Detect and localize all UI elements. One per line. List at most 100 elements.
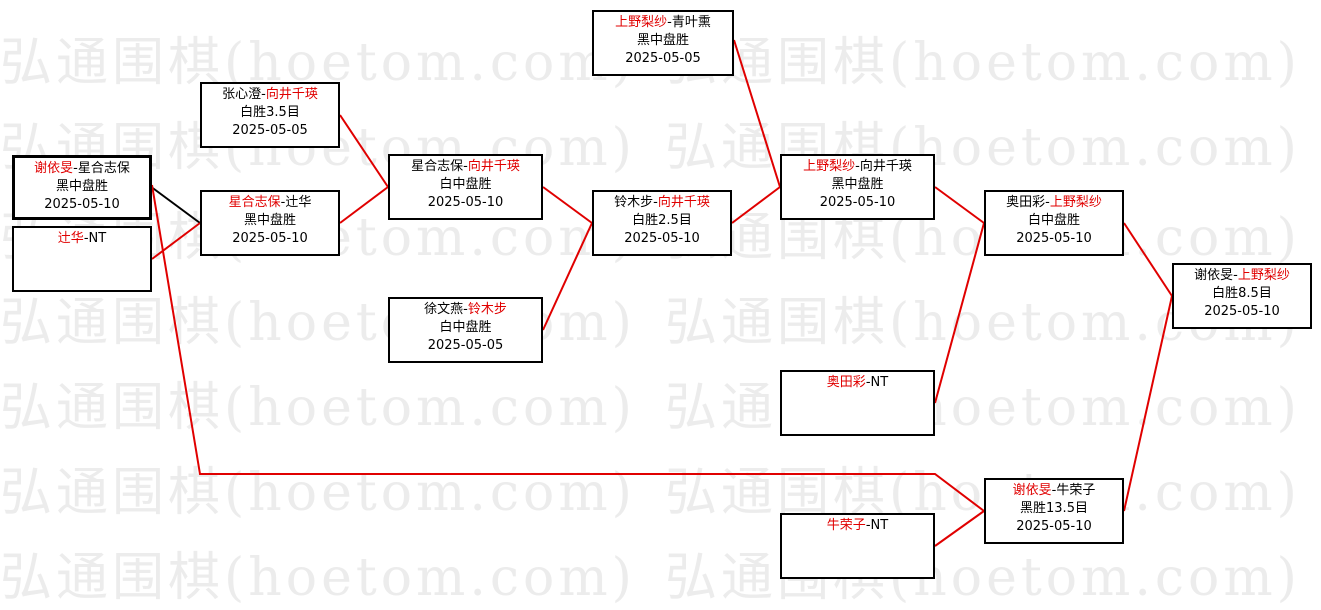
player-two: 上野梨纱	[1237, 268, 1290, 283]
bracket-link	[151, 186, 201, 224]
versus-dash: -	[280, 195, 286, 210]
match-box: 牛荣子-NT	[780, 513, 935, 579]
match-box: 奥田彩-NT	[780, 370, 935, 436]
match-date: 2025-05-05	[232, 123, 308, 138]
match-players: 铃木步-向井千瑛	[594, 194, 730, 212]
versus-dash: -	[1051, 483, 1057, 498]
bracket-link	[151, 222, 201, 260]
player-two: 铃木步	[467, 302, 507, 317]
player-one: 谢依旻	[34, 161, 74, 176]
player-one: 张心澄	[222, 87, 262, 102]
bracket-link	[542, 186, 593, 224]
match-players: 星合志保-辻华	[202, 194, 338, 212]
match-date: 2025-05-05	[427, 338, 504, 353]
versus-dash: -	[653, 195, 658, 210]
match-date: 2025-05-10	[427, 195, 504, 210]
player-two: 上野梨纱	[1049, 195, 1102, 210]
player-two: 向井千瑛	[657, 195, 710, 210]
match-box: 上野梨纱-青叶熏黑中盘胜 2025-05-05	[592, 10, 734, 76]
player-one: 星合志保	[228, 195, 281, 210]
match-result: 黑中盘胜	[831, 177, 884, 192]
match-box: 张心澄-向井千瑛白胜3.5目 2025-05-05	[200, 82, 340, 148]
versus-dash: -	[1233, 268, 1238, 283]
match-date: 2025-05-10	[1016, 519, 1092, 534]
player-two: 青叶熏	[671, 15, 711, 30]
versus-dash: -	[667, 15, 672, 30]
match-players: 谢依旻-星合志保	[15, 160, 149, 178]
bracket-link	[731, 186, 781, 224]
player-one: 谢依旻	[1012, 483, 1052, 498]
match-players: 奥田彩-NT	[782, 374, 933, 392]
match-result: 白中盘胜	[439, 177, 492, 192]
match-players: 张心澄-向井千瑛	[202, 86, 338, 104]
player-one: 星合志保	[411, 159, 464, 174]
match-result: 黑中盘胜	[636, 33, 689, 48]
match-players: 徐文燕-铃木步	[390, 301, 541, 319]
match-players: 牛荣子-NT	[782, 517, 933, 535]
match-date: 2025-05-10	[624, 231, 700, 246]
player-one: 谢依旻	[1194, 268, 1234, 283]
match-players: 辻华-NT	[14, 230, 150, 248]
match-date: 2025-05-10	[819, 195, 896, 210]
match-result: 白胜3.5目	[240, 105, 300, 120]
versus-dash: -	[83, 231, 89, 246]
player-one: 辻华	[57, 231, 84, 246]
bracket-link	[542, 222, 593, 331]
player-one: 牛荣子	[826, 518, 866, 533]
player-two: 辻华	[285, 195, 312, 210]
player-two: NT	[870, 375, 889, 390]
match-result: 白胜2.5目	[632, 213, 692, 228]
player-two: 向井千瑛	[467, 159, 520, 174]
player-one: 奥田彩	[826, 375, 866, 390]
player-two: 牛荣子	[1056, 483, 1096, 498]
player-one: 奥田彩	[1006, 195, 1046, 210]
player-two: 向井千瑛	[265, 87, 318, 102]
match-players: 谢依旻-牛荣子	[986, 482, 1122, 500]
match-box: 辻华-NT	[12, 226, 152, 292]
bracket-lines	[151, 39, 1173, 547]
bracket-link	[934, 510, 985, 547]
bracket-link	[1123, 295, 1173, 512]
match-date: 2025-05-05	[625, 51, 701, 66]
match-players: 奥田彩-上野梨纱	[986, 194, 1122, 212]
versus-dash: -	[463, 302, 468, 317]
match-date: 2025-05-10	[1204, 304, 1280, 319]
match-result: 黑胜13.5目	[1020, 501, 1088, 516]
player-two: NT	[88, 231, 107, 246]
bracket-link	[339, 114, 389, 188]
versus-dash: -	[463, 159, 468, 174]
player-two: 向井千瑛	[859, 159, 912, 174]
bracket-link	[151, 184, 985, 512]
match-result: 黑中盘胜	[243, 213, 296, 228]
player-two: NT	[870, 518, 889, 533]
bracket-link	[339, 186, 389, 224]
match-result: 白胜8.5目	[1212, 286, 1272, 301]
match-players: 上野梨纱-青叶熏	[594, 14, 732, 32]
match-date: 2025-05-10	[44, 197, 120, 212]
player-two: 星合志保	[77, 161, 130, 176]
player-one: 上野梨纱	[803, 159, 856, 174]
match-date: 2025-05-10	[1016, 231, 1092, 246]
match-players: 谢依旻-上野梨纱	[1174, 267, 1310, 285]
match-players: 星合志保-向井千瑛	[390, 158, 541, 176]
match-date: 2025-05-10	[232, 231, 308, 246]
match-result: 白中盘胜	[1027, 213, 1080, 228]
bracket-link	[934, 186, 985, 224]
bracket-link	[1123, 222, 1173, 297]
player-one: 徐文燕	[424, 302, 464, 317]
versus-dash: -	[865, 518, 871, 533]
bracket-link	[934, 222, 985, 404]
player-one: 铃木步	[614, 195, 654, 210]
versus-dash: -	[855, 159, 860, 174]
versus-dash: -	[1045, 195, 1050, 210]
versus-dash: -	[73, 161, 78, 176]
match-players: 上野梨纱-向井千瑛	[782, 158, 933, 176]
